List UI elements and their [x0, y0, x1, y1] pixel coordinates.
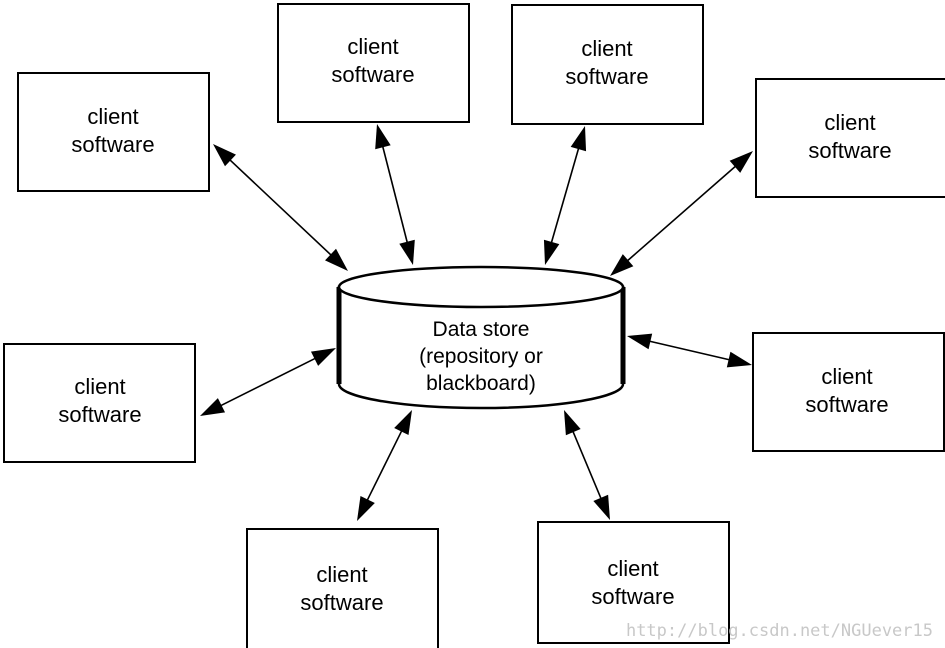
data-store-cylinder: Data store (repository or blackboard): [336, 265, 626, 410]
client-box-middle-left: client software: [3, 343, 196, 463]
client-box-label-line2: software: [58, 402, 141, 427]
connector-arrow-middle-right: [627, 333, 752, 368]
client-box-top-right: client software: [755, 78, 945, 198]
client-box-label-line1: client: [87, 104, 138, 129]
connector-arrow-top-center-left: [375, 124, 415, 265]
connector-arrows: [200, 124, 753, 521]
client-box-label-line1: client: [581, 36, 632, 61]
data-store-label-line2: (repository or: [419, 345, 543, 368]
connector-arrow-bottom-right: [564, 410, 610, 520]
connector-arrow-middle-left: [200, 348, 336, 416]
data-store-label-line1: Data store: [433, 318, 530, 341]
client-box-bottom-right: client software: [537, 521, 730, 644]
client-box-label-line1: client: [74, 374, 125, 399]
client-box-middle-right: client software: [752, 332, 945, 452]
client-box-label-line1: client: [607, 556, 658, 581]
client-box-label-line2: software: [805, 392, 888, 417]
client-box-label-line2: software: [331, 62, 414, 87]
client-box-label-line2: software: [71, 132, 154, 157]
client-box-bottom-left: client software: [246, 528, 439, 648]
data-store-label-line3: blackboard): [426, 372, 536, 395]
client-box-label-line1: client: [347, 34, 398, 59]
client-box-label-line2: software: [565, 64, 648, 89]
client-box-label-line1: client: [316, 562, 367, 587]
client-box-top-center-left: client software: [277, 3, 470, 123]
client-box-top-left: client software: [17, 72, 210, 192]
client-box-label-line2: software: [808, 138, 891, 163]
client-box-label-line2: software: [591, 584, 674, 609]
client-box-label-line1: client: [824, 110, 875, 135]
connector-arrow-top-right: [610, 151, 753, 276]
watermark: http://blog.csdn.net/NGUever15: [626, 621, 933, 641]
connector-arrow-bottom-left: [357, 410, 412, 521]
client-box-top-center-right: client software: [511, 4, 704, 125]
connector-arrow-top-left: [213, 144, 348, 271]
client-box-label-line1: client: [821, 364, 872, 389]
connector-arrow-top-center-right: [543, 126, 587, 265]
client-box-label-line2: software: [300, 590, 383, 615]
